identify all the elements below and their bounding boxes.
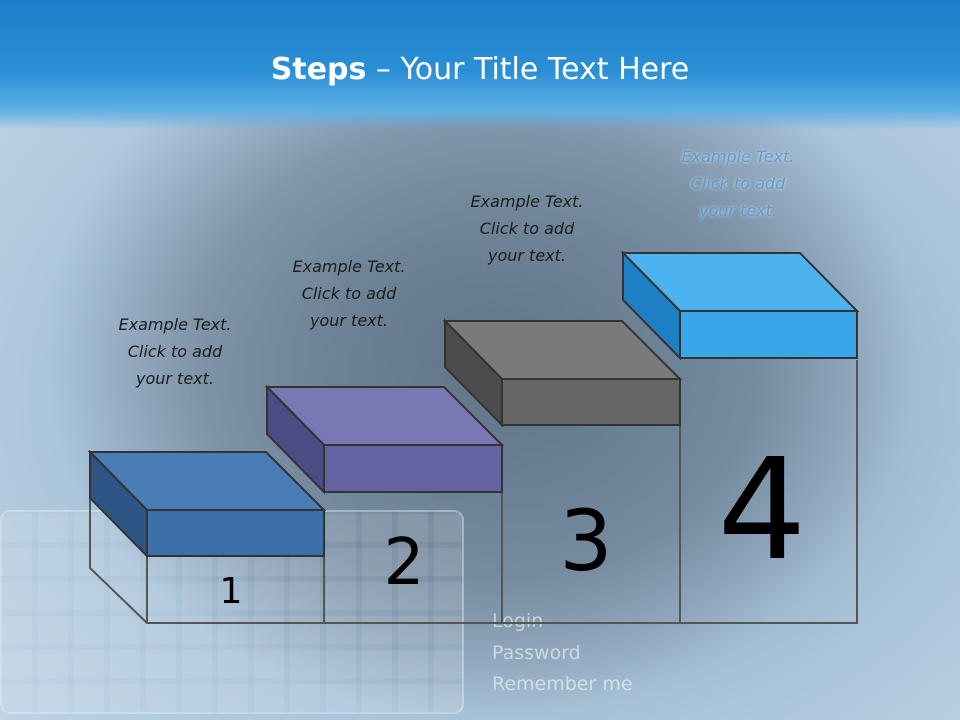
step-3-text-line2: Click to add xyxy=(479,219,575,238)
step-3-text-line3: your text. xyxy=(487,246,566,265)
step-2-block[interactable] xyxy=(264,384,505,495)
step-1-text-line2: Click to add xyxy=(127,342,223,361)
title-bold: Steps xyxy=(270,52,367,87)
background-remember-label: Remember me xyxy=(492,673,633,695)
step-2-text-line1: Example Text. xyxy=(292,257,406,276)
step-3-text[interactable]: Example Text. Click to add your text. xyxy=(442,188,612,269)
step-3-block[interactable] xyxy=(442,318,683,428)
step-3-number: 3 xyxy=(559,492,612,590)
step-1-text-line1: Example Text. xyxy=(118,315,232,334)
background-password-label: Password xyxy=(492,642,581,664)
step-2-text[interactable]: Example Text. Click to add your text. xyxy=(264,253,434,334)
step-2-text-line2: Click to add xyxy=(301,284,397,303)
step-1-number: 1 xyxy=(220,571,243,612)
page-title[interactable]: Steps – Your Title Text Here xyxy=(0,52,960,87)
step-4-text-line3: your text. xyxy=(698,201,777,220)
step-1-text[interactable]: Example Text. Click to add your text. xyxy=(90,311,260,392)
step-1-block[interactable] xyxy=(87,449,327,559)
step-4-number: 4 xyxy=(717,429,806,592)
header-bar xyxy=(0,0,960,130)
step-2-number: 2 xyxy=(384,526,425,600)
step-4-text-line2: Click to add xyxy=(690,174,786,193)
title-rest: – Your Title Text Here xyxy=(366,52,690,87)
step-2-text-line3: your text. xyxy=(309,311,388,330)
background-figure xyxy=(40,110,920,720)
step-1-text-line3: your text. xyxy=(135,369,214,388)
step-4-block[interactable] xyxy=(620,250,860,361)
step-4-text-line1: Example Text. xyxy=(681,147,795,166)
step-3-text-line1: Example Text. xyxy=(470,192,584,211)
background-login-label: Login xyxy=(492,610,544,632)
step-4-text[interactable]: Example Text. Click to add your text. xyxy=(653,143,823,224)
